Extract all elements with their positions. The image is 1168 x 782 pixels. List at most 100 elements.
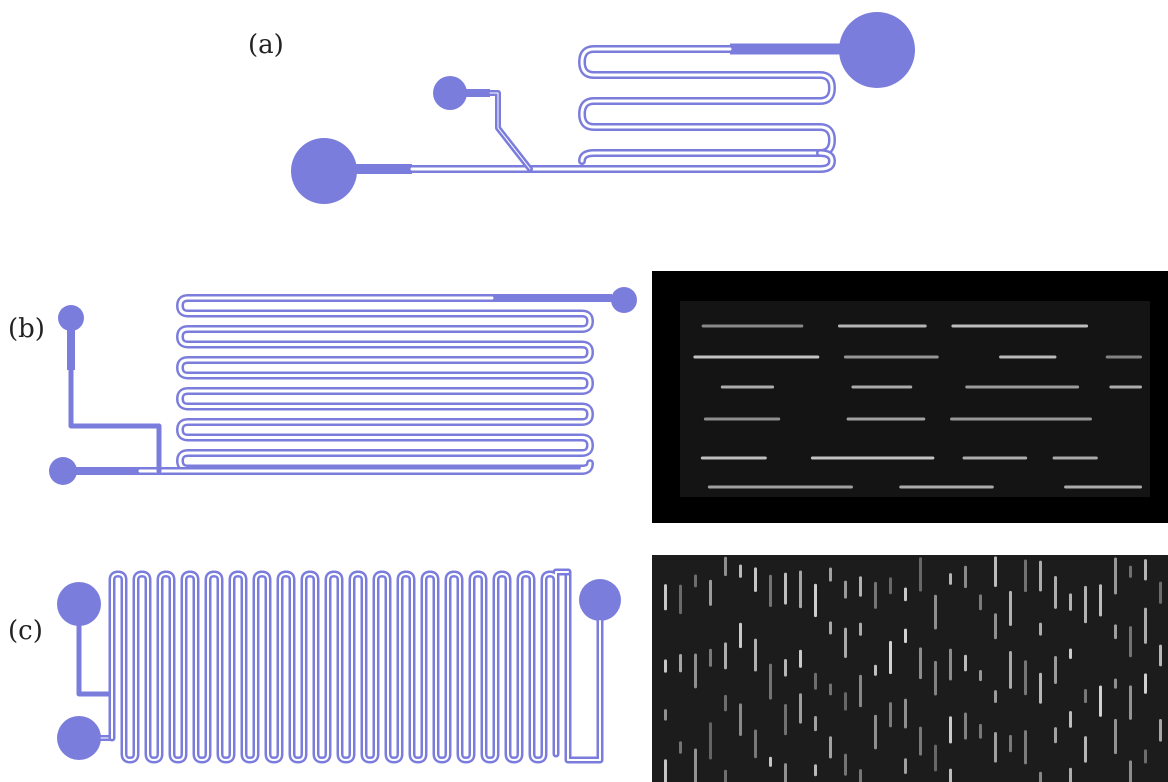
droplet-streak-c <box>1069 710 1072 728</box>
droplet-streak-c <box>694 748 697 782</box>
droplet-streak-c <box>724 694 727 712</box>
droplet-streak-c <box>724 769 727 782</box>
droplet-streak-c <box>964 654 967 672</box>
droplet-streak-c <box>784 658 787 677</box>
droplet-streak-c <box>1099 685 1102 717</box>
droplet-streak-b <box>846 417 926 421</box>
droplet-streak-c <box>1054 727 1057 744</box>
droplet-streak-b <box>951 324 1089 328</box>
droplet-streak-c <box>769 574 772 608</box>
droplet-streak-c <box>1039 622 1042 636</box>
droplet-streak-c <box>1024 730 1027 765</box>
droplet-streak-c <box>1144 607 1147 644</box>
droplet-streak-c <box>1129 685 1132 720</box>
droplet-streak-c <box>1024 660 1027 696</box>
droplet-streak-c <box>1114 678 1117 689</box>
droplet-streak-c <box>664 584 667 611</box>
droplet-streak-b <box>1064 485 1142 489</box>
droplet-streak-c <box>1084 736 1087 763</box>
droplet-streak-c <box>754 729 757 759</box>
droplet-streak-c <box>709 722 712 760</box>
droplet-streak-c <box>754 567 757 592</box>
droplet-streak-c <box>919 557 922 592</box>
droplet-streak-c <box>889 640 892 675</box>
droplet-streak-b <box>962 456 1028 460</box>
reservoir-outlet-a <box>839 12 915 88</box>
droplet-streak-c <box>904 698 907 729</box>
droplet-streak-c <box>679 741 682 754</box>
droplet-streak-c <box>679 584 682 615</box>
droplet-streak-c <box>994 556 997 588</box>
meander-channel-c-inner <box>111 571 569 761</box>
side-channel-a-inner <box>489 92 531 170</box>
droplet-streak-c <box>949 716 952 744</box>
droplet-streak-b <box>851 385 913 389</box>
droplet-streak-c <box>814 583 817 618</box>
droplet-streak-c <box>739 703 742 736</box>
droplet-streak-c <box>769 756 772 767</box>
droplet-streak-c <box>1039 672 1042 704</box>
droplet-streak-c <box>844 753 847 776</box>
droplet-streak-c <box>994 732 997 763</box>
droplet-streak-c <box>904 758 907 774</box>
droplet-streak-c <box>724 642 727 670</box>
droplet-streak-c <box>964 565 967 589</box>
droplet-streak-c <box>844 580 847 599</box>
panel-label-a: (a) <box>248 30 284 60</box>
droplet-streak-c <box>919 726 922 756</box>
droplet-streak-c <box>1054 575 1057 609</box>
droplet-streak-c <box>1009 651 1012 689</box>
droplet-streak-c <box>859 674 862 708</box>
droplet-streak-c <box>694 653 697 689</box>
droplet-streak-c <box>1009 734 1012 753</box>
meander-channel-b <box>176 294 594 473</box>
droplet-streak-c <box>829 736 832 759</box>
side-channel-b <box>68 367 162 474</box>
outlet-channel-c-inner <box>567 571 601 761</box>
droplet-streak-c <box>874 581 877 609</box>
droplet-streak-c <box>799 649 802 668</box>
droplet-streak-c <box>859 769 862 782</box>
droplet-streak-c <box>889 577 892 595</box>
droplet-streak-c <box>1084 689 1087 704</box>
droplet-streak-c <box>994 613 997 640</box>
droplet-streak-b <box>1052 456 1098 460</box>
reservoir-bottom-inlet-b <box>49 457 77 485</box>
droplet-streak-c <box>1144 559 1147 581</box>
reservoir-small-inlet-a <box>433 76 467 110</box>
droplet-streak-c <box>934 594 937 630</box>
droplet-streak-c <box>904 628 907 644</box>
droplet-streak-c <box>754 638 757 672</box>
droplet-streak-c <box>1069 593 1072 611</box>
droplet-streak-c <box>664 709 667 721</box>
droplet-streak-c <box>889 702 892 728</box>
droplet-streak-b <box>843 355 939 359</box>
micrograph-c-field <box>652 555 1168 782</box>
droplet-streak-c <box>1024 559 1027 593</box>
droplet-streak-c <box>1039 560 1042 592</box>
droplet-streak-c <box>799 570 802 609</box>
droplet-streak-c <box>1009 590 1012 626</box>
panel-label-b: (b) <box>8 314 45 344</box>
droplet-streak-c <box>829 683 832 696</box>
droplet-streak-c <box>1129 626 1132 658</box>
micrograph-b-field <box>680 301 1150 497</box>
side-channel-c <box>76 623 115 697</box>
droplet-streak-b <box>703 417 781 421</box>
droplet-streak-c <box>919 647 922 680</box>
droplet-streak-c <box>1114 624 1117 640</box>
droplet-streak-c <box>844 627 847 658</box>
panel-label-c: (c) <box>8 616 43 646</box>
droplet-streak-b <box>1105 355 1142 359</box>
droplet-streak-c <box>1159 581 1162 604</box>
droplet-streak-b <box>999 355 1057 359</box>
droplet-streak-c <box>844 692 847 711</box>
droplet-streak-c <box>979 594 982 611</box>
side-channel-b-inner <box>71 370 159 471</box>
meander-channel-b-inner <box>178 296 592 470</box>
droplet-streak-b <box>707 485 853 489</box>
droplet-streak-c <box>1159 719 1162 742</box>
droplet-streak-c <box>1099 584 1102 617</box>
main-channel-a-inner <box>410 151 834 171</box>
